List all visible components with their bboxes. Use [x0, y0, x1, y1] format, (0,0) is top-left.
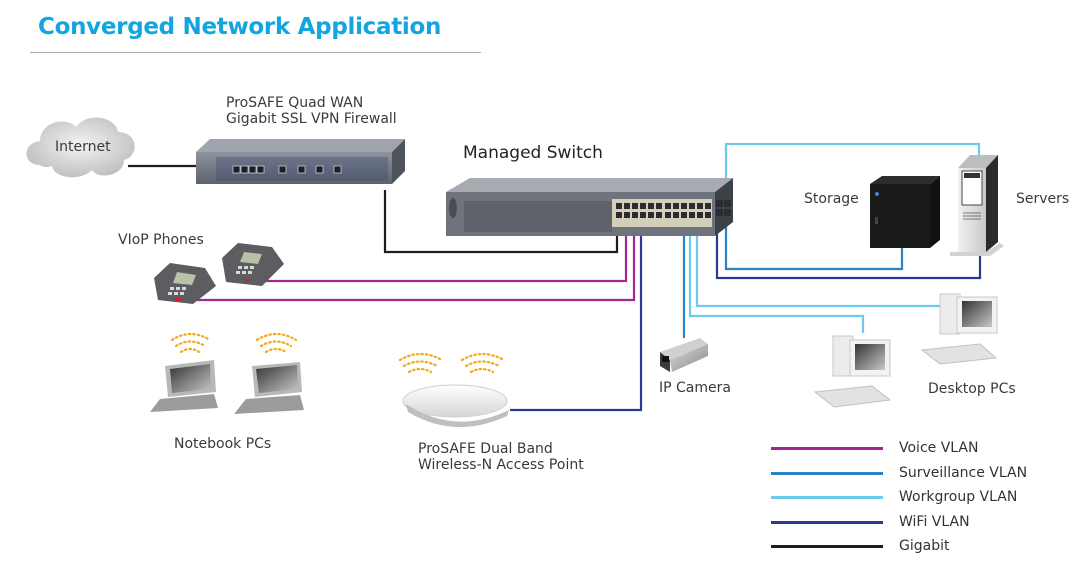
notebook-pc-icon-2 [234, 362, 304, 414]
server-icon [950, 155, 1004, 256]
legend-label: Gigabit [899, 538, 950, 554]
wifi-signal-icons [170, 332, 506, 374]
legend-swatch [771, 471, 883, 475]
internet-cloud-icon [26, 117, 135, 178]
ip-camera-label: IP Camera [659, 380, 731, 396]
legend-swatch [771, 545, 883, 548]
storage-icon [870, 176, 940, 248]
legend-label: Surveillance VLAN [899, 464, 1028, 481]
legend-swatch [771, 496, 883, 499]
desktop-pc-icon-1 [813, 335, 892, 408]
internet-label: Internet [55, 139, 111, 155]
desktop-pcs-label: Desktop PCs [928, 381, 1016, 397]
legend-label: Workgroup VLAN [899, 489, 1018, 505]
storage-label: Storage [804, 191, 859, 207]
link-desktop-1 [688, 220, 865, 333]
link-storage [724, 218, 904, 271]
link-phone-2 [192, 220, 636, 302]
firewall-icon [196, 139, 405, 184]
voip-phone-icon-2 [154, 263, 216, 304]
managed-switch-label: Managed Switch [463, 143, 603, 163]
servers-label: Servers [1016, 191, 1070, 207]
link-phone-1 [262, 220, 628, 283]
title-divider [30, 52, 481, 53]
access-point-icon [402, 384, 509, 428]
legend-swatch [771, 520, 883, 524]
notebook-pc-icon-1 [150, 360, 218, 412]
access-point-label-line-2: Wireless-N Access Point [418, 457, 584, 473]
ip-camera-icon [660, 338, 708, 372]
voip-phones-label: VIoP Phones [118, 232, 204, 248]
page-title: Converged Network Application [38, 14, 442, 40]
link-access-point [510, 220, 643, 412]
access-point-label-line-1: ProSAFE Dual Band [418, 441, 553, 457]
link-servers-wifi [715, 218, 982, 280]
legend-swatch [771, 447, 883, 450]
desktop-pc-icon-2 [920, 293, 998, 365]
link-servers-workgroup [724, 142, 981, 196]
firewall-label-line-2: Gigabit SSL VPN Firewall [226, 111, 397, 127]
managed-switch-icon [446, 178, 733, 236]
notebook-pcs-label: Notebook PCs [174, 436, 272, 452]
legend-label: Voice VLAN [899, 440, 979, 456]
link-desktop-2 [695, 220, 940, 308]
voip-phone-icon-1 [222, 243, 284, 286]
legend-label: WiFi VLAN [899, 513, 970, 530]
firewall-label-line-1: ProSAFE Quad WAN [226, 95, 364, 111]
